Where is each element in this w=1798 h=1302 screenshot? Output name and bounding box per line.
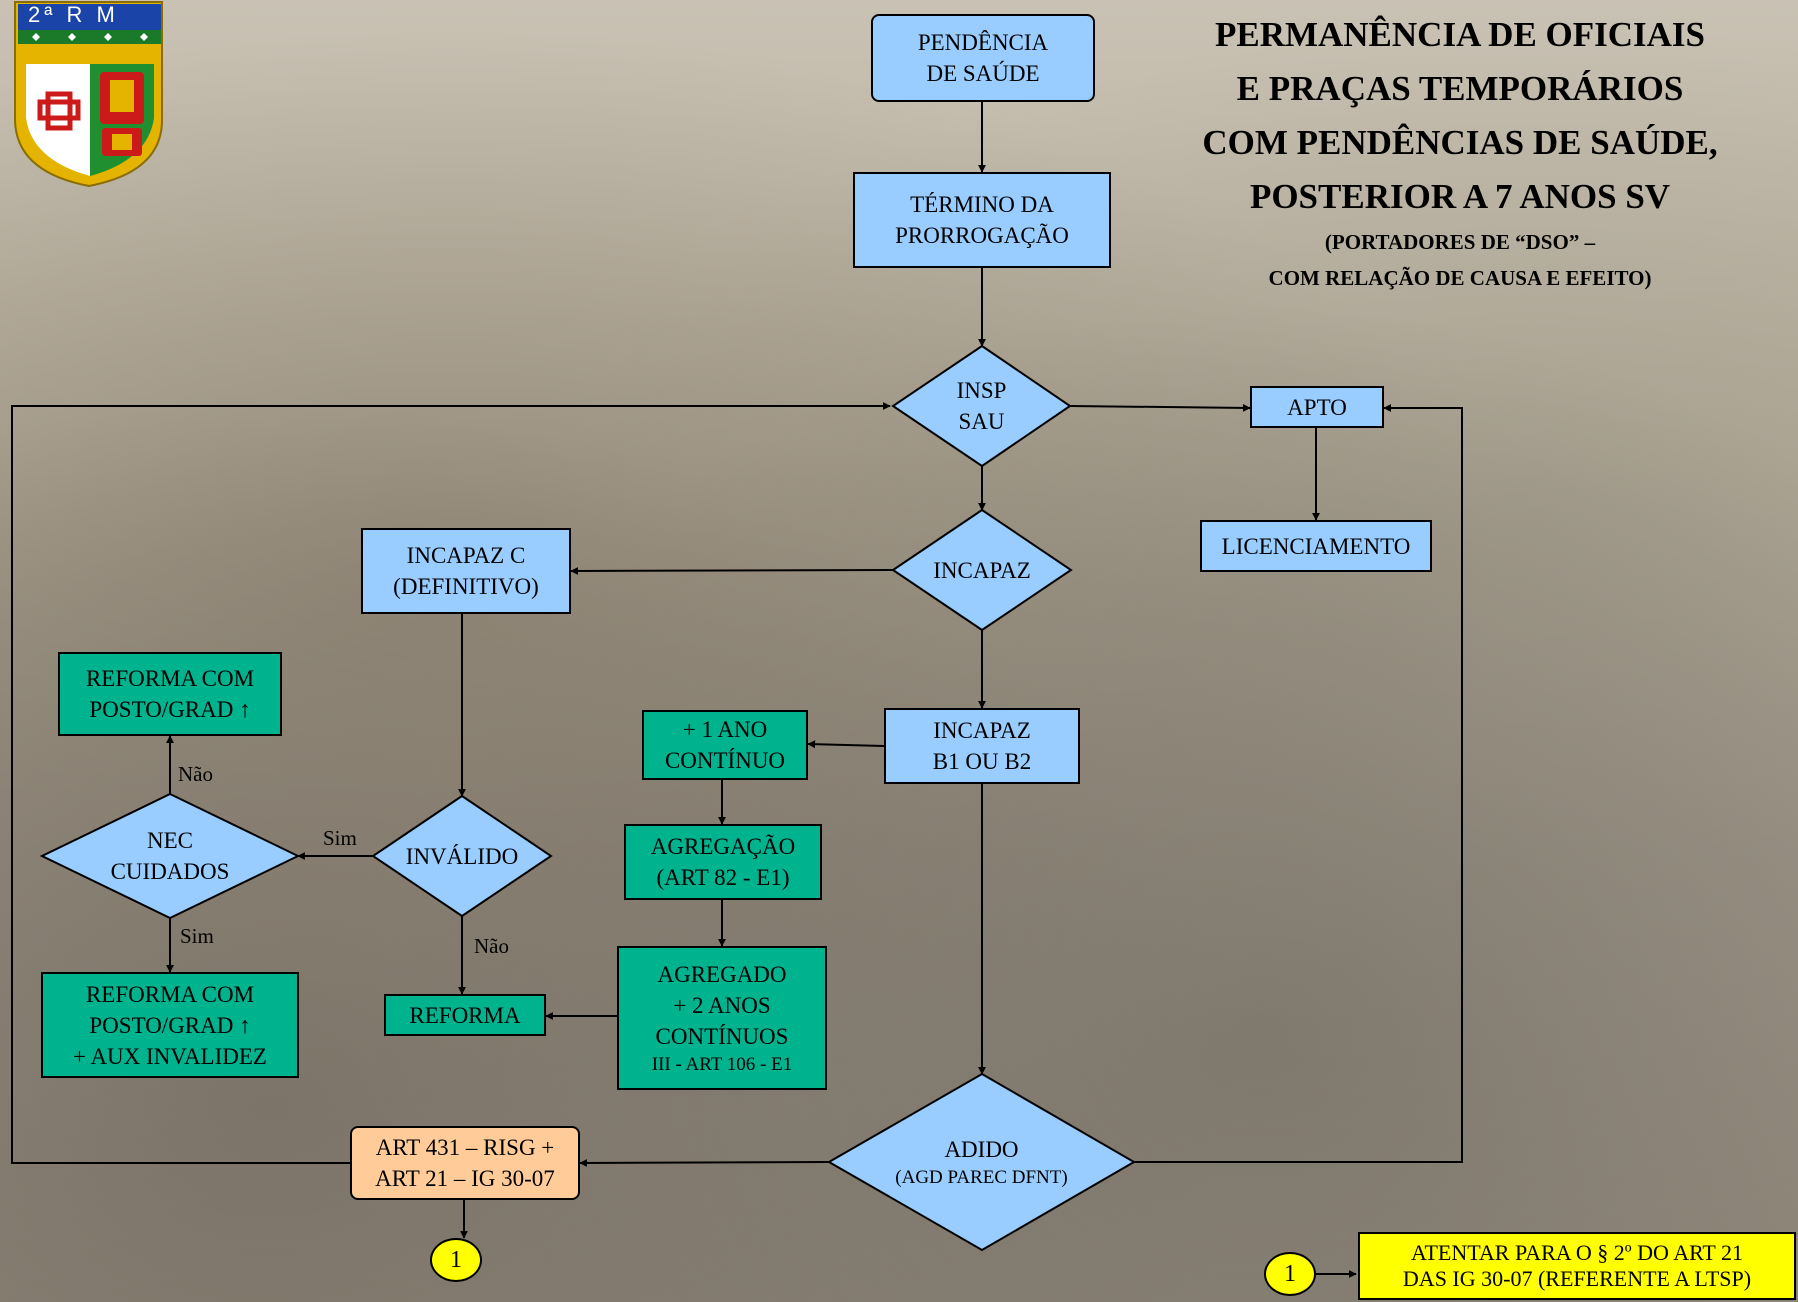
agregacao-box: AGREGAÇÃO (ART 82 - E1) [624,824,822,900]
node-text: CONTÍNUO [664,748,786,773]
edge-incapaz-incapazc [570,566,894,575]
title-subline: COM RELAÇÃO DE CAUSA E EFEITO) [1268,266,1652,290]
invalido-label: INVÁLIDO [373,826,551,886]
termino-da-prorrogacao-box: TÉRMINO DA PRORROGAÇÃO [853,172,1111,268]
node-text: REFORMA COM [85,666,255,691]
nec-cuidados-decision [39,792,301,920]
title-line: POSTERIOR A 7 ANOS SV [1249,177,1671,216]
incapaz-decision [891,508,1073,632]
note-box: ATENTAR PARA O § 2º DO ART 21 DAS IG 30-… [1358,1232,1796,1300]
node-text: B1 OU B2 [932,749,1032,774]
adido-decision [826,1072,1136,1252]
incapaz-c-box: INCAPAZ C (DEFINITIVO) [361,528,571,614]
node-text: INCAPAZ [933,718,1031,743]
node-text: INVÁLIDO [405,843,519,869]
node-text: ART 21 – IG 30-07 [375,1166,555,1191]
node-text: ART 431 – RISG + [375,1135,555,1160]
insp-sau-label: INSP SAU [893,360,1070,452]
node-text: INCAPAZ [933,557,1031,583]
node-text: SAU [958,409,1005,434]
title-line: COM PENDÊNCIAS DE SAÚDE, [1202,123,1718,162]
node-text: INCAPAZ C [406,543,526,568]
reforma-box: REFORMA [384,994,546,1036]
regional-command-shield-emblem [14,1,163,188]
node-text: REFORMA COM [85,981,255,1007]
node-text: ADIDO [944,1136,1019,1162]
node-text: AGREGADO [657,961,787,987]
node-text: DE SAÚDE [926,61,1040,86]
node-text: PENDÊNCIA [917,30,1049,55]
edge-adido-loop-apto [1134,404,1463,1163]
pendencia-de-saude-box: PENDÊNCIA DE SAÚDE [871,14,1095,102]
edge-label-nao-top: Não [178,762,213,786]
node-text: PRORROGAÇÃO [895,223,1069,248]
node-text: ATENTAR PARA O § 2º DO ART 21 [1411,1240,1743,1265]
reforma-com-posto-box: REFORMA COM POSTO/GRAD ↑ [58,652,282,736]
invalido-decision [371,794,553,918]
adido-label: ADIDO (AGD PAREC DFNT) [829,1124,1134,1200]
edge-label-sim-left: Sim [323,826,357,850]
edge-label-sim-bottom: Sim [180,924,214,948]
insp-sau-decision [891,344,1072,468]
agregado-box: AGREGADO + 2 ANOS CONTÍNUOS III - ART 10… [617,946,827,1090]
nec-cuidados-label: NEC CUIDADOS [42,810,298,902]
edge-art431-loop-insp [11,402,891,1164]
node-text: + 1 ANO [682,717,768,742]
title-subline: (PORTADORES DE “DSO” – [1324,230,1596,254]
edge-adido-art431 [579,1158,830,1167]
node-text-small: III - ART 106 - E1 [651,1053,793,1075]
node-text: (DEFINITIVO) [393,574,539,599]
edge-label-nao-bottom: Não [474,934,509,958]
node-text: POSTO/GRAD ↑ [89,697,251,722]
node-text: APTO [1287,394,1347,420]
edge-incapazb-mais1ano [807,740,885,749]
node-text: NEC [147,828,193,853]
node-text: TÉRMINO DA [910,192,1054,217]
mais-1-ano-continuo-box: + 1 ANO CONTÍNUO [642,710,808,780]
node-text: CONTÍNUOS [655,1023,789,1049]
incapaz-label: INCAPAZ [893,540,1071,600]
title-line: PERMANÊNCIA DE OFICIAIS [1214,15,1706,54]
node-text-small: (AGD PAREC DFNT) [895,1166,1068,1188]
node-text: + 2 ANOS [673,992,771,1018]
node-text: POSTO/GRAD ↑ [89,1012,251,1038]
logo-text: 2ª R M [28,2,119,27]
node-text: CUIDADOS [110,859,230,884]
node-text: DAS IG 30-07 (REFERENTE A LTSP) [1402,1266,1752,1291]
incapaz-b1-b2-box: INCAPAZ B1 OU B2 [884,708,1080,784]
page-title: PERMANÊNCIA DE OFICIAIS E PRAÇAS TEMPORÁ… [1170,8,1750,296]
node-text: INSP [956,378,1007,403]
off-page-connector: 1 [430,1238,482,1282]
note-connector: 1 [1264,1252,1316,1296]
licenciamento-box: LICENCIAMENTO [1200,520,1432,572]
node-text: (ART 82 - E1) [656,865,790,890]
node-text: + AUX INVALIDEZ [73,1043,267,1069]
node-text: AGREGAÇÃO [650,834,796,859]
art-431-risg-box: ART 431 – RISG + ART 21 – IG 30-07 [350,1126,580,1200]
node-text: LICENCIAMENTO [1221,533,1411,559]
edge-insp-apto [1069,403,1251,412]
node-text: REFORMA [409,1002,521,1028]
title-line: E PRAÇAS TEMPORÁRIOS [1236,69,1684,108]
apto-box: APTO [1250,386,1384,428]
reforma-com-posto-aux-box: REFORMA COM POSTO/GRAD ↑ + AUX INVALIDEZ [41,972,299,1078]
